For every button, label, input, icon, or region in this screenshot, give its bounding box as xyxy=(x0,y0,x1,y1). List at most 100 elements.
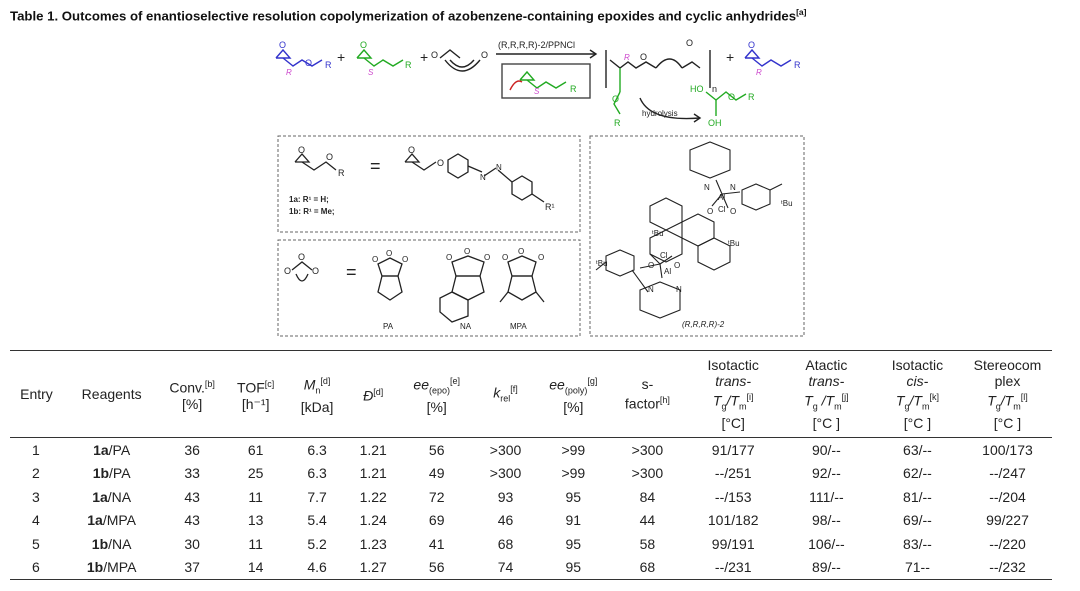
svg-text:Al: Al xyxy=(718,193,725,202)
svg-text:Cl: Cl xyxy=(660,251,668,260)
svg-text:OH: OH xyxy=(708,118,722,128)
cell-stereo: --/204 xyxy=(989,488,1026,505)
cell-atactic: 92/-- xyxy=(811,465,841,482)
cell-iso-cis: 69/-- xyxy=(903,512,932,529)
cell-ee-poly: 95 xyxy=(565,535,582,552)
anhydride-o2: O xyxy=(481,50,488,60)
r1-def-a: 1a: R¹ = H; xyxy=(289,195,329,204)
catalyst-box xyxy=(589,135,805,337)
equals-1: = xyxy=(370,156,381,176)
epoxide-code: 1a xyxy=(87,512,103,529)
cell-reagents: 1b/PA xyxy=(63,462,160,486)
cell-entry: 6 xyxy=(10,555,63,580)
hydrolysis-arrow xyxy=(639,97,701,120)
svg-text:O: O xyxy=(386,249,392,258)
cell-krel: 68 xyxy=(497,535,514,552)
cell-d: 1.27 xyxy=(346,555,400,580)
svg-text:R: R xyxy=(624,53,630,62)
svg-text:N: N xyxy=(704,183,710,192)
svg-text:O: O xyxy=(284,266,291,276)
cell-entry: 1 xyxy=(32,441,40,458)
cell-s: >300 xyxy=(631,441,664,458)
cell-ee-epo: 69 xyxy=(428,512,445,529)
cell-entry: 4 xyxy=(32,512,40,529)
cell-d: 1.22 xyxy=(359,488,387,505)
svg-text:N: N xyxy=(648,285,654,294)
epoxide-code: 1a xyxy=(92,488,108,505)
cell-atactic: 89/-- xyxy=(780,555,872,580)
svg-text:O: O xyxy=(298,145,305,155)
reaction-equation: O R O R + O S R + O O (R,R,R,R)-2/PPNCl xyxy=(275,38,801,128)
svg-text:O: O xyxy=(730,207,736,216)
cell-s: 68 xyxy=(609,555,686,580)
cell-entry: 5 xyxy=(32,535,40,552)
svg-text:R¹: R¹ xyxy=(545,202,555,212)
cell-conv: 36 xyxy=(184,441,200,458)
cell-ee-epo: 41 xyxy=(428,535,445,552)
svg-text:O: O xyxy=(437,158,444,168)
cell-ee-poly: >99 xyxy=(561,441,586,458)
cell-mn: 4.6 xyxy=(287,555,347,580)
svg-text:ᵗBu: ᵗBu xyxy=(652,229,664,238)
polymer-n: n xyxy=(712,84,717,94)
svg-text:O: O xyxy=(446,253,452,262)
anhydride-o1: O xyxy=(431,50,438,60)
col-s-factor: s-factor[h] xyxy=(609,350,686,438)
cell-stereo: --/247 xyxy=(989,465,1026,482)
cell-conv: 43 xyxy=(184,512,200,529)
cell-s: 84 xyxy=(639,488,656,505)
s-epoxide xyxy=(356,48,404,67)
cell-iso-cis: 62/-- xyxy=(903,465,932,482)
cell-tof: 14 xyxy=(223,555,288,580)
svg-text:Al: Al xyxy=(664,267,671,276)
cell-s: 44 xyxy=(639,512,656,529)
svg-text:R: R xyxy=(756,68,762,77)
svg-text:O: O xyxy=(518,247,524,256)
cell-iso-trans: 91/177 xyxy=(711,441,755,458)
anhydride-code: /MPA xyxy=(102,512,137,529)
svg-text:O: O xyxy=(298,252,305,262)
cell-atactic: 106/-- xyxy=(808,535,845,552)
col-conv: Conv.[b][%] xyxy=(160,350,224,438)
cell-stereo: --/220 xyxy=(989,535,1026,552)
cell-s: 58 xyxy=(639,535,656,552)
results-table-wrapper: Entry Reagents Conv.[b][%] TOF[c][h⁻¹] M… xyxy=(10,350,1052,580)
svg-text:HO: HO xyxy=(690,84,704,94)
epoxide-code: 1b xyxy=(91,535,109,552)
svg-text:O: O xyxy=(312,266,319,276)
r-epoxide-o: O xyxy=(279,40,286,50)
reaction-scheme: O R O R + O S R + O O (R,R,R,R)-2/PPNCl xyxy=(275,38,805,337)
r-epoxide-r: R xyxy=(325,60,332,70)
cell-mn: 5.2 xyxy=(307,535,327,552)
svg-text:N: N xyxy=(730,183,736,192)
svg-text:O: O xyxy=(326,152,333,162)
cell-ee-poly: >99 xyxy=(561,465,586,482)
cell-mn: 7.7 xyxy=(307,488,327,505)
anhydride xyxy=(439,49,481,72)
cell-iso-cis: 63/-- xyxy=(903,441,932,458)
anhydride-code: /NA xyxy=(108,535,132,552)
cell-krel: >300 xyxy=(489,441,522,458)
svg-text:O: O xyxy=(648,261,654,270)
cell-conv: 30 xyxy=(184,535,200,552)
cell-tof: 25 xyxy=(247,465,264,482)
epoxide-code: 1b xyxy=(86,559,104,576)
epoxide-code: 1a xyxy=(93,441,109,458)
cell-tof: 11 xyxy=(248,535,263,552)
cell-iso-trans: --/231 xyxy=(685,555,781,580)
svg-text:S: S xyxy=(534,87,540,96)
col-dispersity: Đ[d] xyxy=(346,350,400,438)
label-mpa: MPA xyxy=(510,322,527,331)
cell-mn: 6.3 xyxy=(307,441,327,458)
svg-text:ᵗBu: ᵗBu xyxy=(728,239,740,248)
r-epoxide-stereo: R xyxy=(286,68,292,77)
bracket-box xyxy=(501,63,591,99)
s-epoxide-r: R xyxy=(405,60,412,70)
catalyst-label: (R,R,R,R)-2/PPNCl xyxy=(498,40,575,50)
